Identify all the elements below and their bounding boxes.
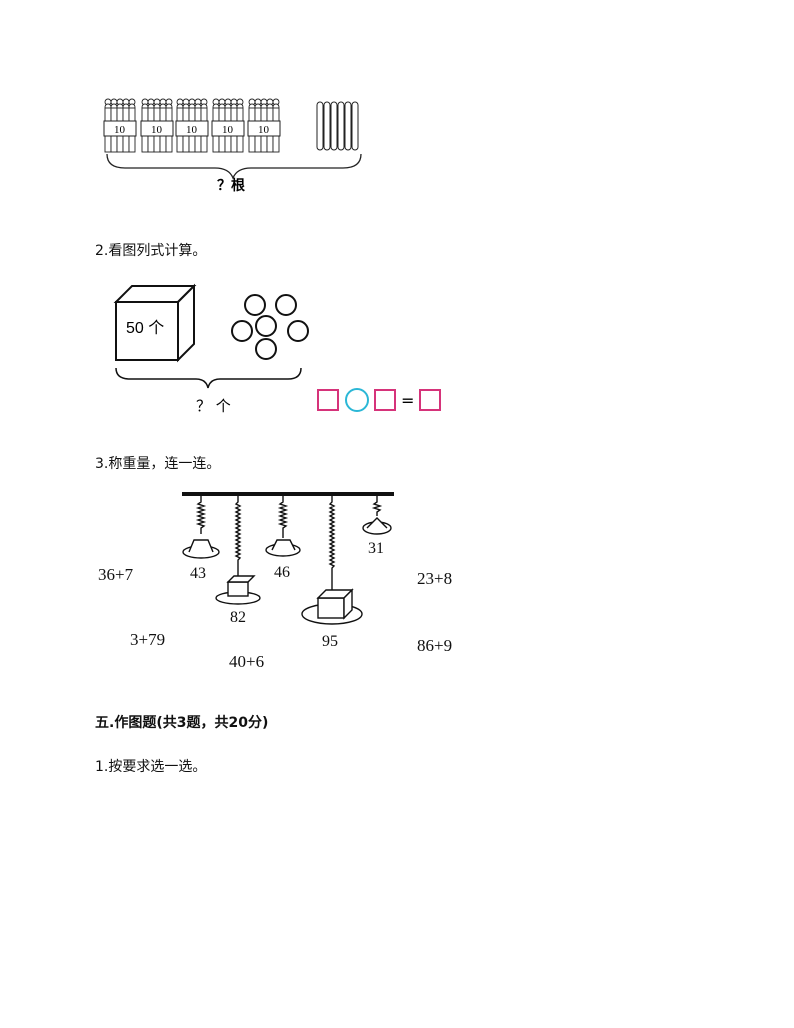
expression-36-plus-7[interactable]: 36+7: [98, 565, 134, 584]
stick-bundle: 10: [103, 98, 137, 153]
spring: [371, 496, 383, 516]
bundle-label: 10: [258, 124, 270, 136]
brace: [115, 367, 302, 389]
hanging-bar: [182, 492, 394, 496]
weight-label-31: 31: [368, 540, 384, 557]
operator-circle: [345, 388, 369, 412]
weight-label-43: 43: [190, 565, 206, 582]
hanging-weights-figure: 43 82 46 95 31: [182, 492, 394, 650]
spring: [234, 496, 242, 580]
hundred-cube: [113, 283, 197, 363]
bundle-label: 10: [114, 124, 126, 136]
section-5-title: 五.作图题(共3题，共20分): [95, 715, 269, 731]
stick-bundle: 10: [247, 98, 281, 153]
answer-box-2: [374, 389, 396, 411]
question-3-title: 3.称重量，连一连。: [95, 456, 221, 472]
cube-label: 50 个: [126, 319, 164, 337]
weight-label-46: 46: [274, 564, 290, 581]
bundle-label: 10: [186, 124, 198, 136]
expression-40-plus-6[interactable]: 40+6: [229, 652, 265, 671]
answer-box-3: [419, 389, 441, 411]
question-2-title: 2.看图列式计算。: [95, 243, 207, 259]
spring: [195, 496, 207, 534]
cube-and-circles-figure: 50 个 ？ 个 =: [113, 283, 441, 415]
expression-86-plus-9[interactable]: 86+9: [417, 636, 453, 655]
expression-3-plus-79[interactable]: 3+79: [130, 630, 166, 649]
stick-bundle: 10: [211, 98, 245, 153]
count-question-label: ？ 个: [196, 397, 231, 415]
spring: [277, 496, 289, 538]
weight-label-95: 95: [322, 633, 338, 650]
single-circles: [231, 294, 309, 360]
bundle-label: 10: [222, 124, 234, 136]
loose-sticks: [316, 101, 359, 151]
weight-label-82: 82: [230, 609, 246, 626]
answer-box-1: [317, 389, 339, 411]
stick-bundles-figure: 10 10 10 10 10 ？根: [103, 98, 362, 194]
spring: [328, 496, 336, 594]
equals-sign: =: [401, 391, 414, 410]
stick-bundle: 10: [140, 98, 174, 153]
expression-23-plus-8[interactable]: 23+8: [417, 569, 453, 588]
stick-bundle: 10: [175, 98, 209, 153]
bundle-label: 10: [151, 124, 163, 136]
question-5-1-title: 1.按要求选一选。: [95, 759, 207, 775]
sticks-question-label: ？根: [217, 177, 246, 194]
brace: [106, 153, 362, 180]
